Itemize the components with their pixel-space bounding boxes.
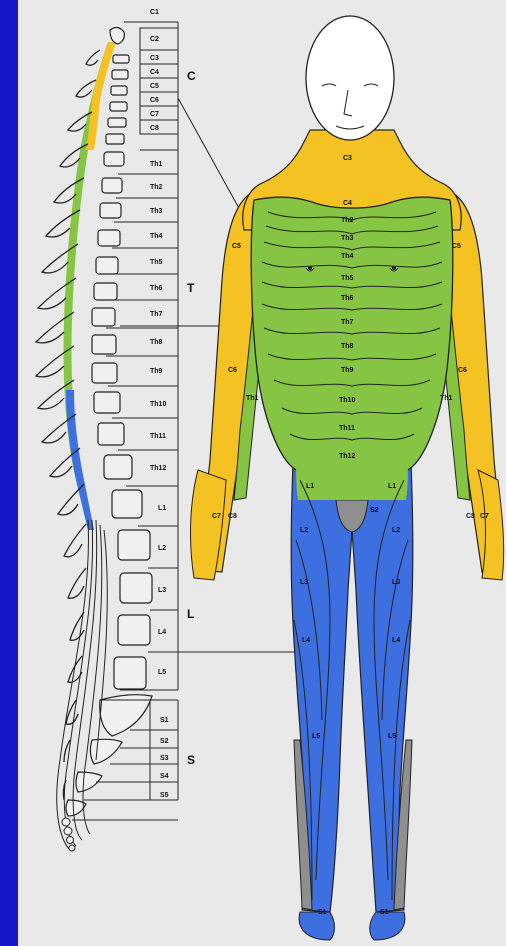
vertebra-label: C5 [150,83,159,90]
body-label-l3-right: L3 [392,579,400,586]
body-label-l1-right: L1 [388,483,396,490]
vertebra-label: S3 [160,755,169,762]
body-label-c6-right: C6 [458,367,467,374]
vertebra-label: L4 [158,629,166,636]
vertebra-label: Th10 [150,401,166,408]
vertebra-label: S1 [160,717,169,724]
vertebra-label: S5 [160,792,169,799]
vertebra-label: C6 [150,97,159,104]
body-label-l2-left: L2 [300,527,308,534]
body-label-th1-left: Th1 [246,395,259,402]
body-label-c5-right: C5 [452,243,461,250]
body-label-c3: C3 [343,155,352,162]
body-label-s1-right: S1 [380,909,389,916]
body-label-l1-left: L1 [306,483,314,490]
vertebra-label: C8 [150,125,159,132]
vertebra-label: C3 [150,55,159,62]
body-label-l4-left: L4 [302,637,310,644]
body-label-th3: Th3 [341,235,354,242]
body-label-th2: Th2 [341,217,354,224]
body-label-c8-right: C8 [466,513,475,520]
vertebra-label: C4 [150,69,159,76]
body-label-th7: Th7 [341,319,354,326]
body-label-c6-left: C6 [228,367,237,374]
vertebra-label: S4 [160,773,169,780]
vertebra-label: L1 [158,505,166,512]
vertebra-label: L5 [158,669,166,676]
vertebra-label: Th3 [150,208,163,215]
body-label-th10: Th10 [339,397,355,404]
region-label-lumbar: L [187,607,194,621]
vertebra-label: Th12 [150,465,166,472]
body-label-th1-right: Th1 [440,395,453,402]
body-label-l4-right: L4 [392,637,400,644]
region-label-thoracic: T [187,281,195,295]
vertebra-label: Th11 [150,433,166,440]
region-label-cervical: C [187,69,196,83]
vertebra-label: C2 [150,36,159,43]
body-label-th9: Th9 [341,367,354,374]
body-label-th12: Th12 [339,453,355,460]
vertebra-label: Th9 [150,368,163,375]
body-label-c5-left: C5 [232,243,241,250]
vertebra-label: S2 [160,738,169,745]
vertebra-label: Th6 [150,285,163,292]
vertebra-label: Th2 [150,184,163,191]
spinal-column [36,27,152,851]
left-foot [299,912,334,940]
vertebra-label: Th7 [150,311,163,318]
body-label-s2: S2 [370,507,379,514]
body-label-th5: Th5 [341,275,354,282]
body-label-c7-left: C7 [212,513,221,520]
body-label-c8-left: C8 [228,513,237,520]
vertebra-label: Th1 [150,161,163,168]
body-label-th4: Th4 [341,253,354,260]
vertebra-label: Th5 [150,259,163,266]
vertebra-label: Th8 [150,339,163,346]
body-label-s1-left: S1 [318,909,327,916]
body-label-th11: Th11 [339,425,355,432]
vertebra-label: C7 [150,111,159,118]
body-label-l5-right: L5 [388,733,396,740]
vertebra-label: L3 [158,587,166,594]
vertebra-label: Th4 [150,233,163,240]
body-label-th8: Th8 [341,343,354,350]
body-label-l3-left: L3 [300,579,308,586]
body-label-l2-right: L2 [392,527,400,534]
region-label-sacral: S [187,753,195,767]
body-label-c4: C4 [343,200,352,207]
vertebra-label: C1 [150,9,159,16]
body-label-c7-right: C7 [480,513,489,520]
right-foot [370,912,405,940]
vertebra-labels: C1 C2 C3 C4 C5 C6 C7 C8 Th1 Th2 Th3 Th4 … [150,9,169,799]
body-label-th6: Th6 [341,295,354,302]
body-label-l5-left: L5 [312,733,320,740]
head [306,16,394,140]
vertebra-label: L2 [158,545,166,552]
spinal-cord-lumbar-band [66,390,94,530]
